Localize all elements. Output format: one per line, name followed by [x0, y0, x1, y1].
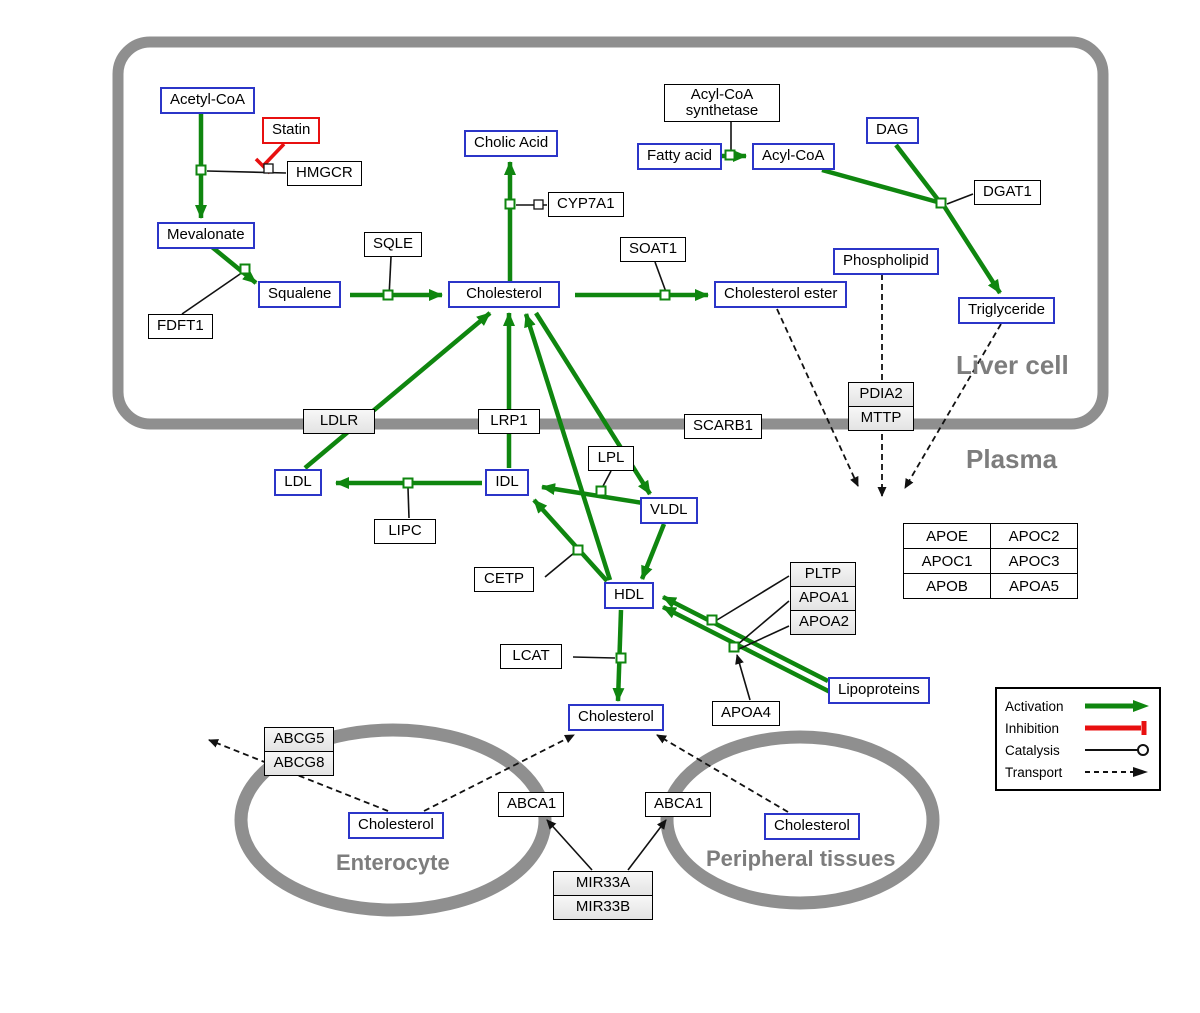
node-pdia2[interactable]: PDIA2 [848, 382, 914, 407]
membranes [112, 36, 1109, 917]
node-abca1-left[interactable]: ABCA1 [498, 792, 564, 817]
node-dgat1[interactable]: DGAT1 [974, 180, 1041, 205]
node-acyl-coa-synthetase[interactable]: Acyl-CoA synthetase [664, 84, 780, 122]
node-mttp[interactable]: MTTP [848, 406, 914, 431]
node-hdl[interactable]: HDL [604, 582, 655, 609]
table-cell-apoa5[interactable]: APOA5 [990, 573, 1078, 599]
node-ldl[interactable]: LDL [274, 469, 322, 496]
node-idl[interactable]: IDL [485, 469, 529, 496]
node-lipoproteins[interactable]: Lipoproteins [828, 677, 930, 704]
table-cell-apoc3[interactable]: APOC3 [990, 548, 1078, 574]
node-squalene[interactable]: Squalene [258, 281, 342, 308]
node-mir33a[interactable]: MIR33A [553, 871, 653, 896]
node-cholic-acid[interactable]: Cholic Acid [464, 130, 559, 157]
enterocyte-label: Enterocyte [336, 850, 450, 875]
liver-cell-label: Liver cell [956, 350, 1069, 380]
catalysis-edges [181, 120, 974, 871]
node-lipc[interactable]: LIPC [374, 519, 436, 544]
node-abcg8[interactable]: ABCG8 [264, 751, 334, 776]
inhibition-bar-icon [1085, 721, 1147, 735]
apolipoprotein-table: APOE APOC2 APOC1 APOC3 APOB APOA5 [903, 523, 1078, 599]
node-dag[interactable]: DAG [866, 117, 919, 144]
node-abca1-right[interactable]: ABCA1 [645, 792, 711, 817]
node-hmgcr[interactable]: HMGCR [287, 161, 362, 186]
node-vldl[interactable]: VLDL [640, 497, 698, 524]
peripheral-tissues-label: Peripheral tissues [706, 846, 896, 871]
node-triglyceride[interactable]: Triglyceride [958, 297, 1055, 324]
legend-inhibition-label: Inhibition [1005, 720, 1060, 736]
legend-row-inhibition: Inhibition [1005, 717, 1151, 739]
plasma-label: Plasma [966, 444, 1058, 474]
node-apoa4[interactable]: APOA4 [712, 701, 781, 726]
legend-catalysis-label: Catalysis [1005, 742, 1060, 758]
node-sqle[interactable]: SQLE [364, 232, 423, 257]
node-acetyl-coa[interactable]: Acetyl-CoA [160, 87, 256, 114]
node-lcat[interactable]: LCAT [500, 644, 562, 669]
node-lrp1[interactable]: LRP1 [478, 409, 540, 434]
node-cholesterol-enterocyte[interactable]: Cholesterol [348, 812, 444, 839]
node-soat1[interactable]: SOAT1 [620, 237, 687, 262]
node-statin[interactable]: Statin [262, 117, 321, 144]
reaction-nodes [195, 149, 947, 664]
table-cell-apoc1[interactable]: APOC1 [903, 548, 991, 574]
node-mir33b[interactable]: MIR33B [553, 895, 653, 920]
node-cyp7a1[interactable]: CYP7A1 [548, 192, 624, 217]
node-abcg5[interactable]: ABCG5 [264, 727, 334, 752]
node-phospholipid[interactable]: Phospholipid [833, 248, 939, 275]
legend-activation-label: Activation [1005, 698, 1064, 714]
node-cetp[interactable]: CETP [474, 567, 534, 592]
legend: Activation Inhibition Catalysis Transpor… [995, 687, 1161, 791]
node-scarb1[interactable]: SCARB1 [684, 414, 763, 439]
node-acyl-coa-2[interactable]: Acyl-CoA [752, 143, 835, 170]
node-apoa1[interactable]: APOA1 [790, 586, 856, 611]
node-cholesterol-peripheral[interactable]: Cholesterol [764, 813, 860, 840]
node-fdft1[interactable]: FDFT1 [148, 314, 213, 339]
node-ldlr[interactable]: LDLR [303, 409, 375, 434]
node-pltp[interactable]: PLTP [790, 562, 856, 587]
node-mevalonate[interactable]: Mevalonate [157, 222, 255, 249]
legend-transport-label: Transport [1005, 764, 1063, 780]
activation-edges [195, 114, 1002, 702]
table-cell-apoc2[interactable]: APOC2 [990, 523, 1078, 549]
node-apoa2[interactable]: APOA2 [790, 610, 856, 635]
catalysis-circle-icon [1085, 744, 1149, 756]
transport-dashed-arrow-icon [1085, 767, 1148, 777]
table-cell-apob[interactable]: APOB [903, 573, 991, 599]
node-lpl[interactable]: LPL [588, 446, 634, 471]
node-cholesterol-plasma[interactable]: Cholesterol [568, 704, 664, 731]
legend-row-activation: Activation [1005, 695, 1151, 717]
activation-arrow-icon [1085, 700, 1149, 712]
legend-row-catalysis: Catalysis [1005, 739, 1151, 761]
node-fatty-acid[interactable]: Fatty acid [637, 143, 723, 170]
table-cell-apoe[interactable]: APOE [903, 523, 991, 549]
legend-row-transport: Transport [1005, 761, 1151, 783]
node-cholesterol-liver[interactable]: Cholesterol [448, 281, 560, 308]
node-cholesterol-ester[interactable]: Cholesterol ester [714, 281, 848, 308]
